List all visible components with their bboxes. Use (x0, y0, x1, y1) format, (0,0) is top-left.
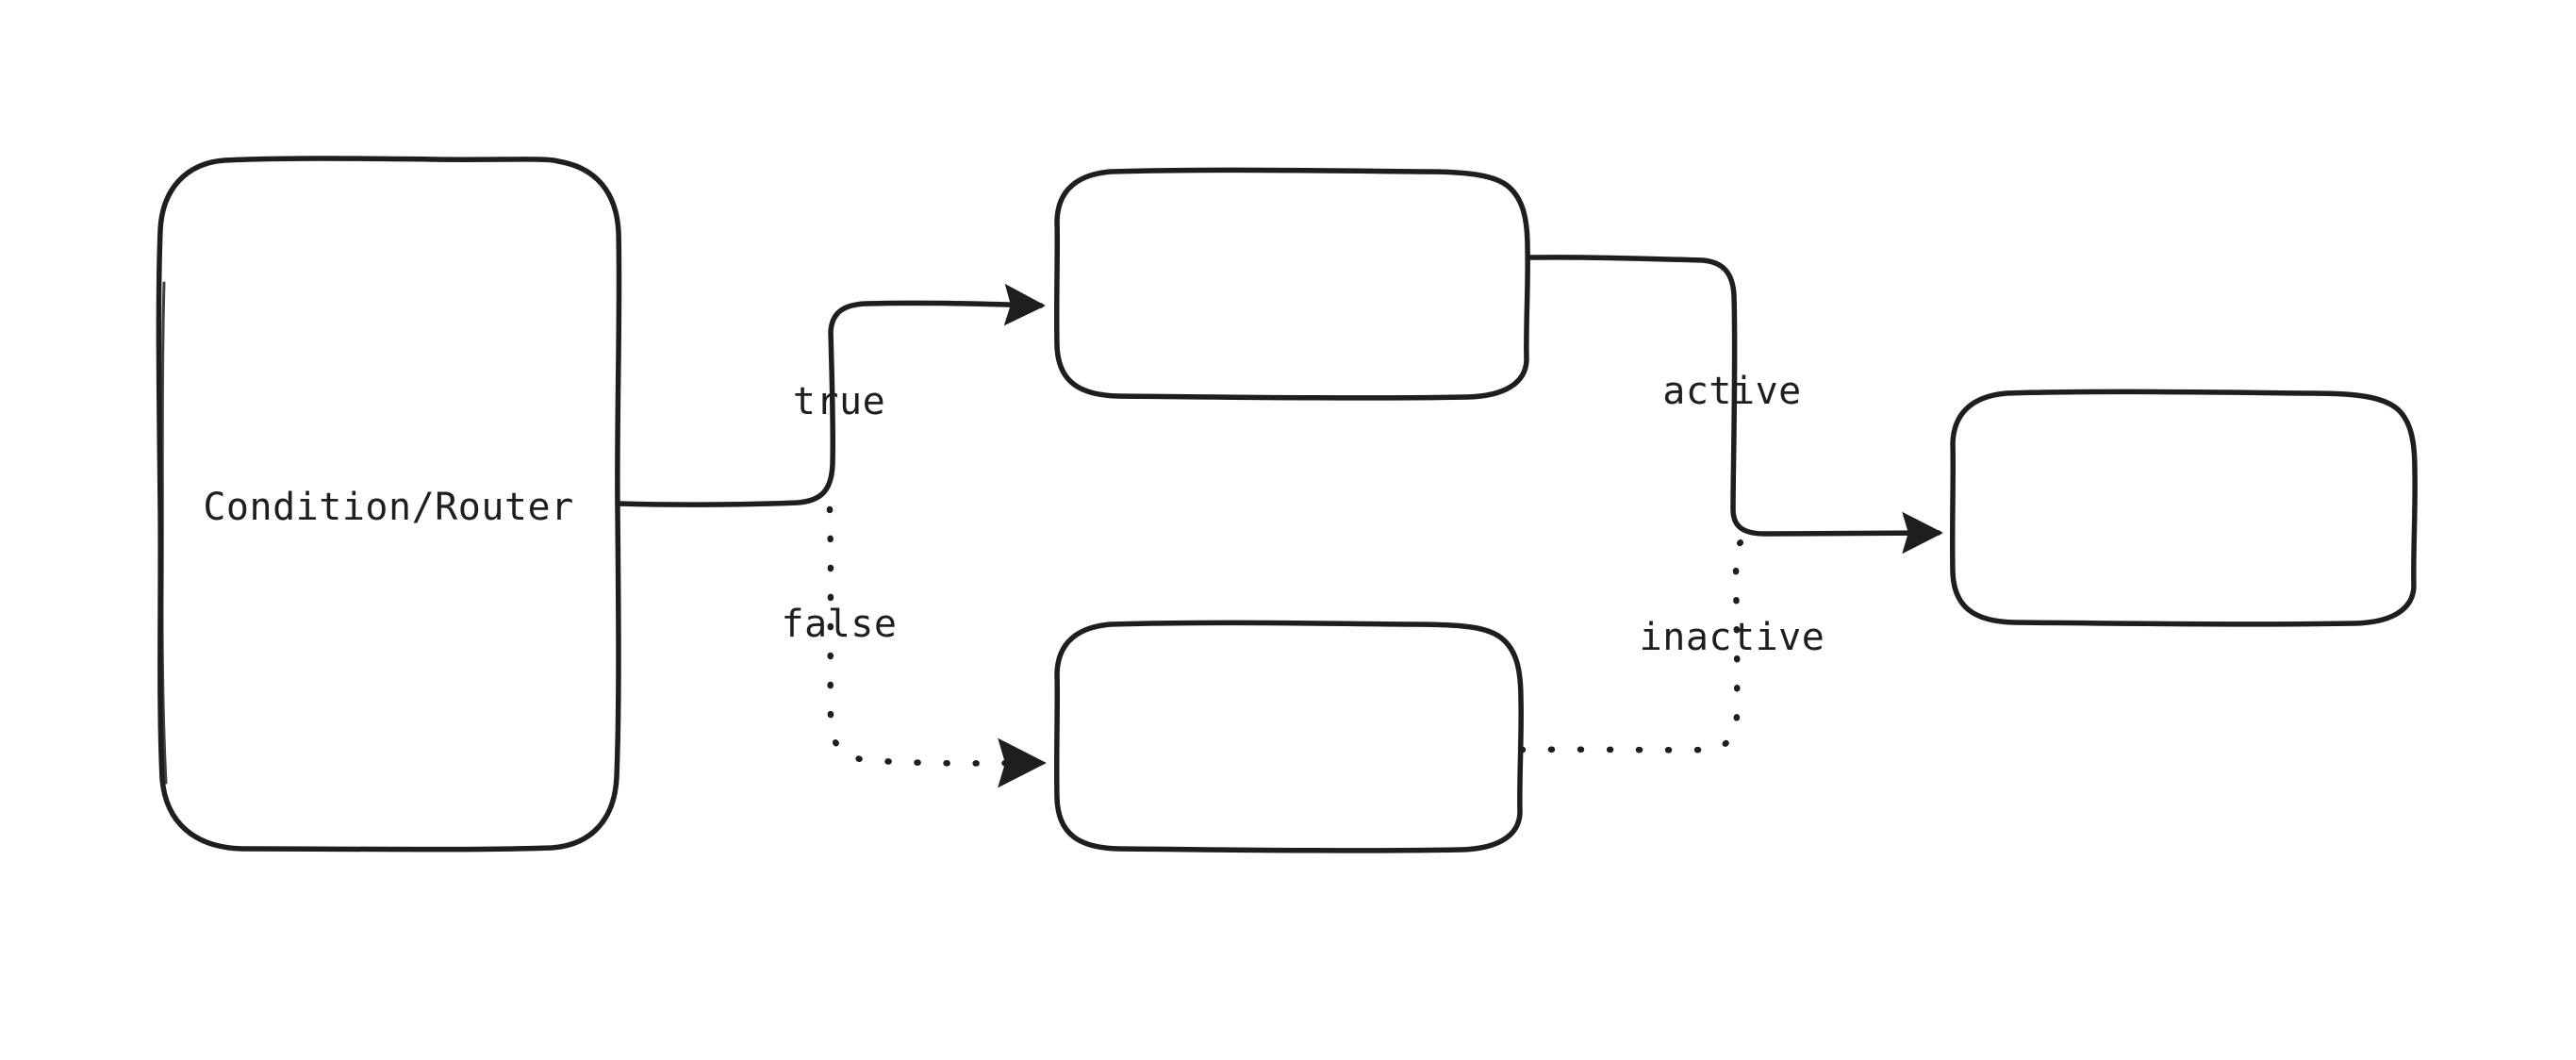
edge-true[interactable]: true (617, 283, 1046, 507)
node-condition-router[interactable]: Condition/Router (156, 156, 622, 853)
edge-false[interactable]: false (782, 505, 1047, 788)
edge-label-active: active (1662, 370, 1802, 413)
node-false-branch[interactable] (1053, 620, 1524, 853)
node-label-condition-router: Condition/Router (203, 486, 573, 529)
edge-label-inactive: inactive (1640, 616, 1825, 659)
edge-label-false: false (782, 603, 898, 646)
edge-inactive[interactable]: inactive (1518, 532, 1825, 754)
node-merge[interactable] (1949, 389, 2418, 627)
node-true-branch[interactable] (1053, 167, 1530, 401)
edge-active[interactable]: active (1527, 255, 1943, 555)
edge-label-true: true (793, 380, 885, 423)
